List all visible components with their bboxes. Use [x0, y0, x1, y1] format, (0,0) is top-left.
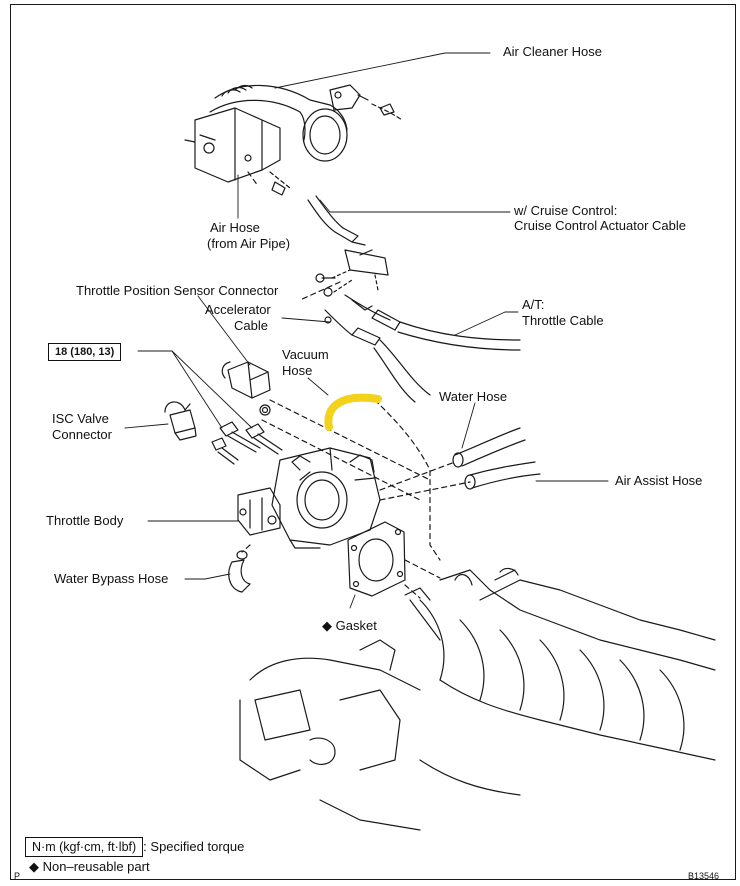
throttle-body-part: [237, 447, 381, 549]
water-bypass-hose-label: Water Bypass Hose: [54, 571, 169, 586]
leader-lines: [124, 52, 609, 609]
figure-id: B13546: [688, 871, 720, 881]
cable-bracket-part: [307, 195, 389, 297]
vacuum-hose-sublabel: Hose: [282, 363, 313, 378]
water-hose-part: [452, 427, 541, 490]
gasket-part: [347, 521, 406, 597]
gasket-text: Gasket: [335, 618, 377, 633]
torque-value-box: 18 (180, 13): [48, 343, 122, 361]
cruise-actuator-cable-label: Cruise Control Actuator Cable: [514, 218, 686, 233]
tps-connector-part: [221, 361, 271, 399]
tps-connector-label: Throttle Position Sensor Connector: [76, 283, 279, 298]
accelerator-cable-sublabel: Cable: [234, 318, 268, 333]
nonreusable-legend-desc: Non–reusable part: [42, 859, 150, 874]
diamond-icon: ◆: [29, 859, 39, 874]
cruise-control-label: w/ Cruise Control:: [514, 203, 618, 218]
water-bypass-hose-part: [228, 550, 251, 593]
air-cleaner-hose-label: Air Cleaner Hose: [503, 44, 602, 59]
non-reusable-diamond-icon: ◆: [322, 618, 332, 633]
bolts-part: [211, 404, 283, 465]
isc-connector-label: Connector: [52, 427, 112, 442]
engine-part: [239, 567, 716, 831]
water-hose-label: Water Hose: [439, 389, 508, 404]
page-marker: P: [14, 871, 21, 881]
throttle-body-label: Throttle Body: [46, 513, 124, 528]
vacuum-hose-label: Vacuum: [282, 347, 329, 362]
nonreusable-legend: ◆ Non–reusable part: [29, 859, 150, 875]
accelerator-cable-label: Accelerator: [205, 302, 271, 317]
vacuum-hose-highlight: [324, 393, 382, 431]
throttle-cable-label: Throttle Cable: [522, 313, 604, 328]
alignment-lines: [241, 171, 471, 599]
isc-valve-label: ISC Valve: [52, 411, 109, 426]
throttle-cables-part: [324, 294, 521, 403]
at-label: A/T:: [522, 297, 545, 312]
isc-connector-part: [164, 401, 197, 441]
air-hose-label: Air Hose: [210, 220, 260, 235]
gasket-label: ◆ Gasket: [322, 618, 377, 634]
air-cleaner-hose-part: [184, 84, 403, 196]
torque-legend-desc: : Specified torque: [143, 839, 245, 854]
air-hose-sublabel: (from Air Pipe): [207, 236, 291, 251]
torque-legend: N·m (kgf·cm, ft·lbf): Specified torque: [25, 837, 245, 857]
air-assist-hose-label: Air Assist Hose: [615, 473, 703, 488]
torque-unit-box: N·m (kgf·cm, ft·lbf): [25, 837, 144, 857]
diagram-frame: [10, 4, 736, 880]
